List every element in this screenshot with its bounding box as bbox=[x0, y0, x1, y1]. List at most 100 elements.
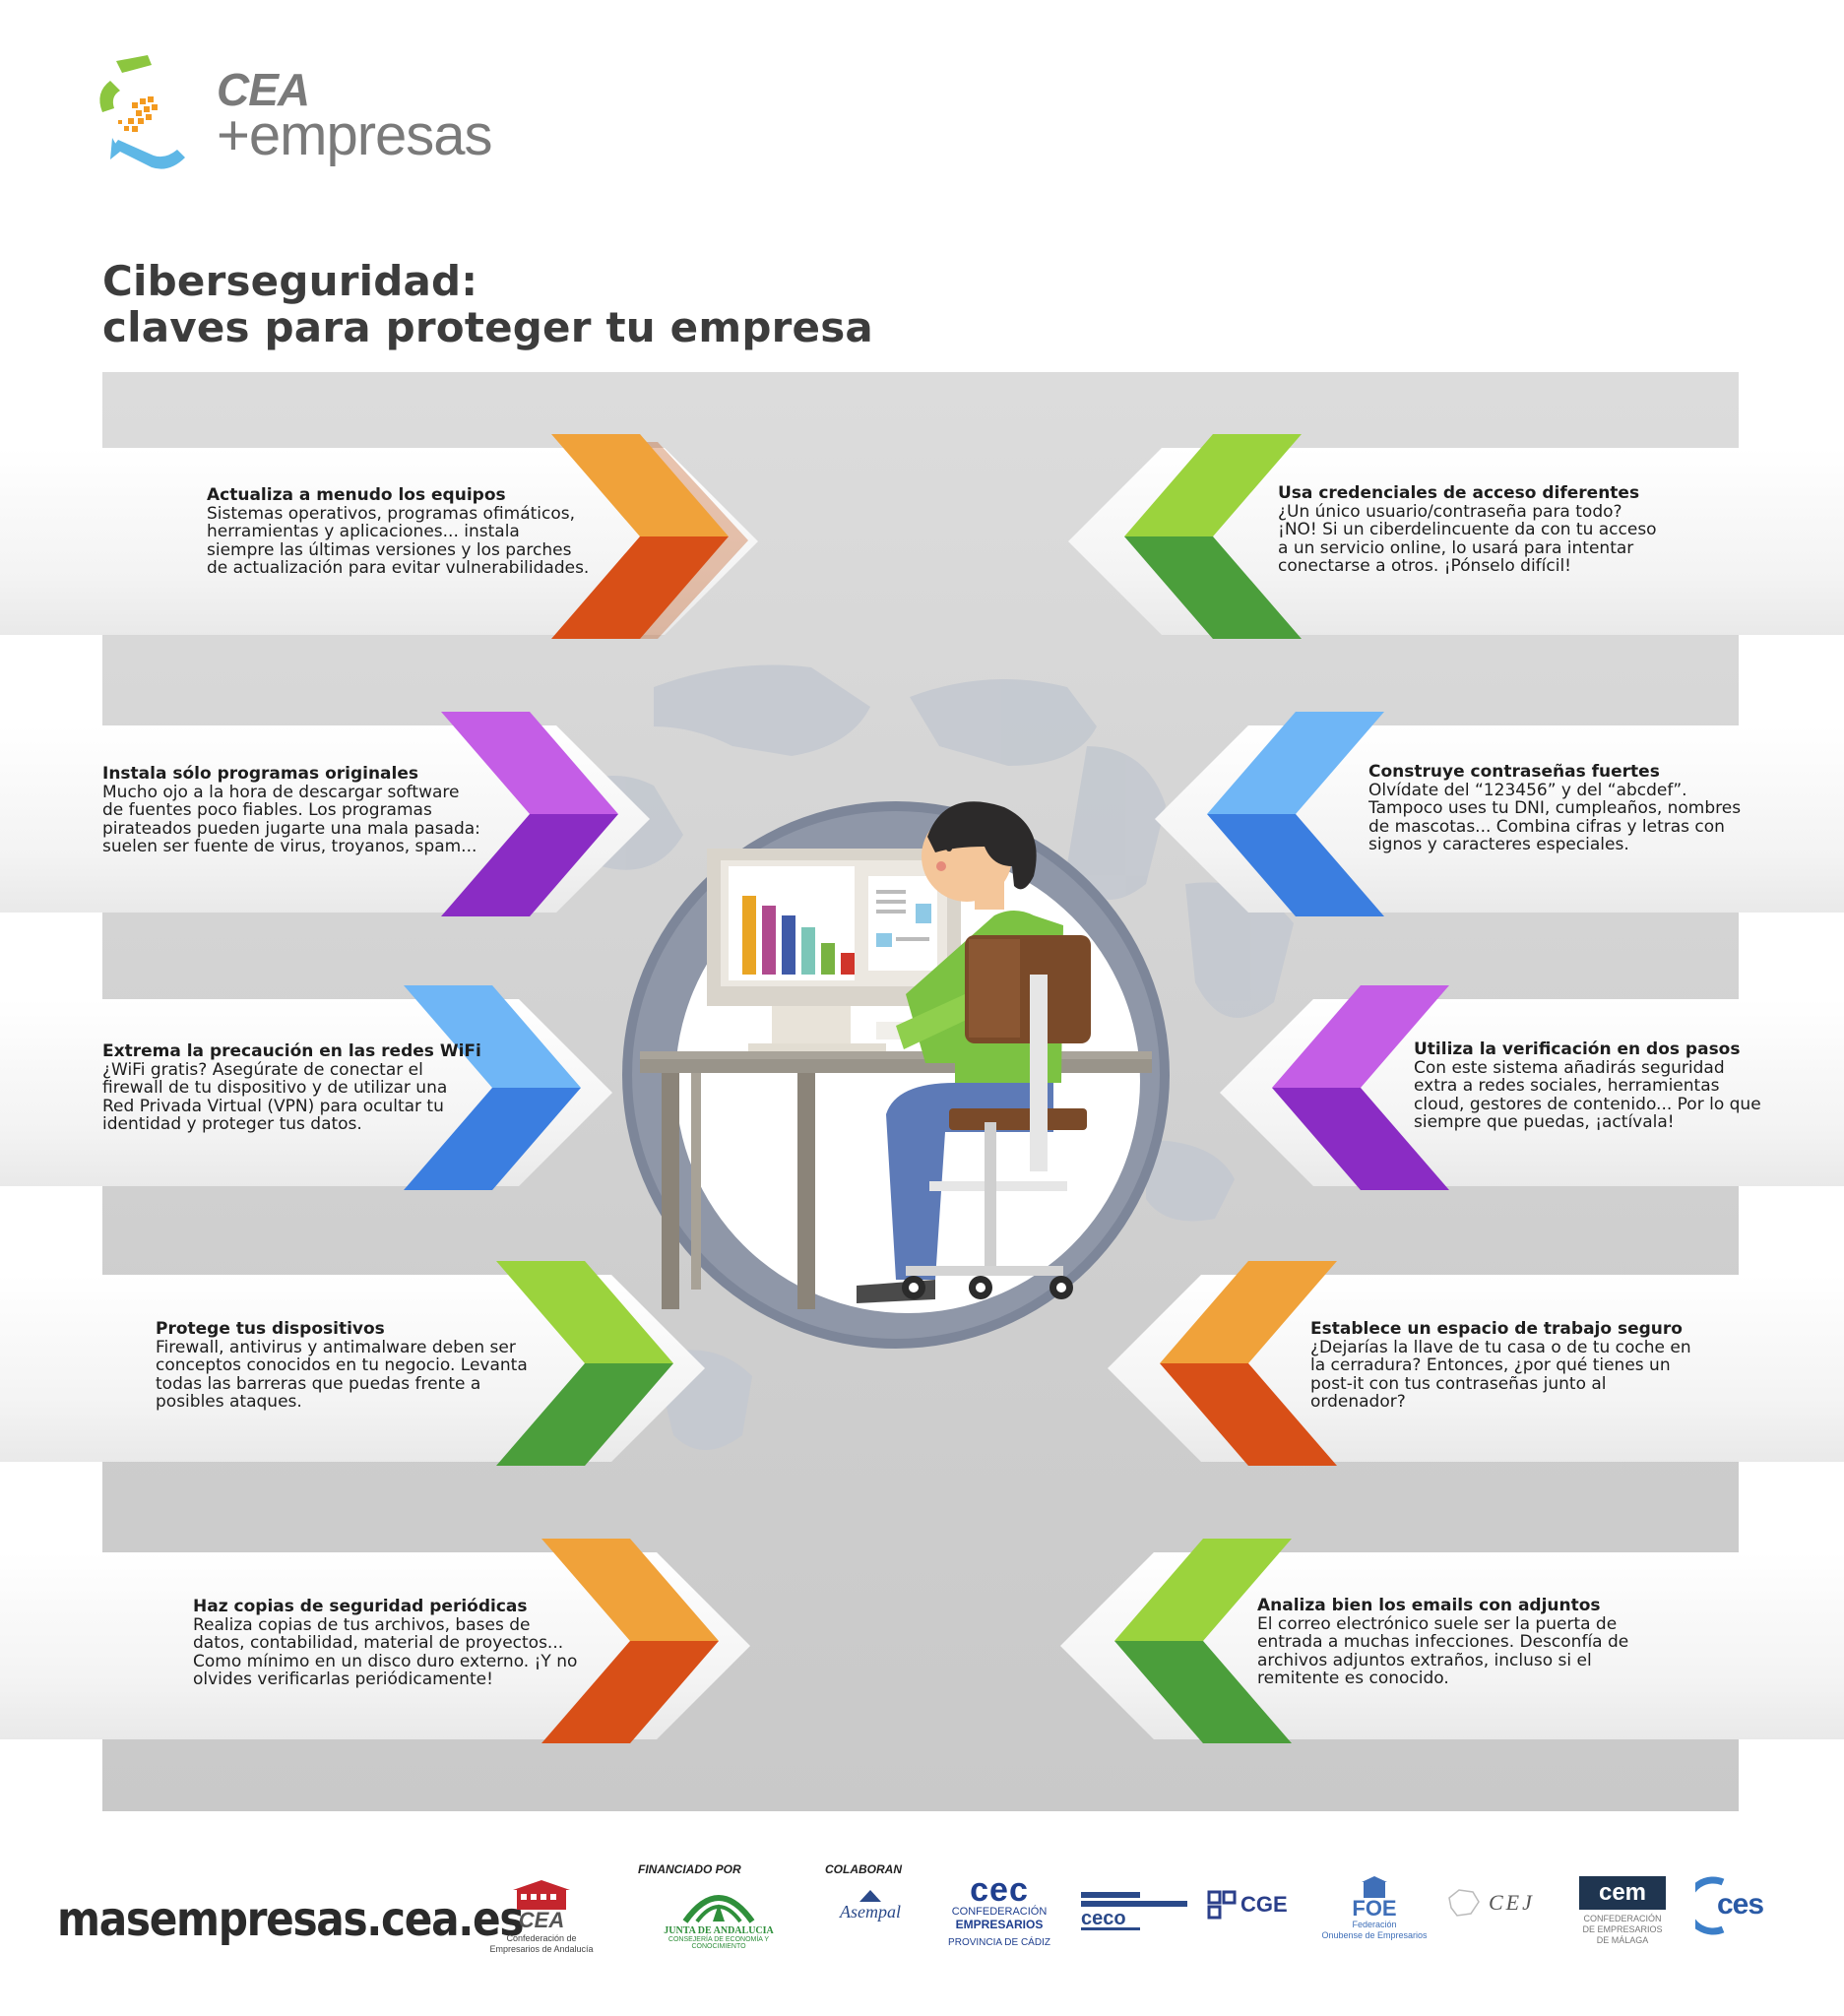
cea-footer-sub: Empresarios de Andalucía bbox=[489, 1944, 594, 1954]
cec-sub: CONFEDERACIÓN bbox=[951, 1906, 1048, 1918]
tip-heading: Usa credenciales de acceso diferentes bbox=[1278, 483, 1640, 503]
tip-line: entrada a muchas infecciones. Desconfía … bbox=[1257, 1632, 1629, 1652]
cge-name: CGE bbox=[1240, 1892, 1288, 1917]
website-link[interactable]: masempresas.cea.es bbox=[57, 1892, 524, 1947]
brand-name-bottom: +empresas bbox=[217, 103, 493, 167]
tip-line: conectarse a otros. ¡Pónselo difícil! bbox=[1278, 556, 1571, 576]
cem-sub: DE MÁLAGA bbox=[1596, 1935, 1649, 1945]
tip-heading: Construye contraseñas fuertes bbox=[1368, 762, 1660, 782]
brand-name-top: CEA bbox=[217, 64, 310, 115]
junta-name: JUNTA DE ANDALUCIA bbox=[664, 1925, 774, 1936]
cec-sub: PROVINCIA DE CÁDIZ bbox=[948, 1937, 1050, 1948]
purple-chevron-icon bbox=[441, 712, 618, 916]
tip-text: Instala sólo programas originales Mucho … bbox=[102, 765, 480, 856]
title-line-2: claves para proteger tu empresa bbox=[102, 303, 873, 351]
asempal-mark-icon bbox=[859, 1890, 881, 1902]
tip-heading: Utiliza la verificación en dos pasos bbox=[1414, 1040, 1741, 1059]
page-title: Ciberseguridad: claves para proteger tu … bbox=[102, 258, 873, 350]
orange-chevron-icon bbox=[541, 1539, 719, 1743]
asempal-name: Asempal bbox=[840, 1902, 901, 1922]
tip-line: de actualización para evitar vulnerabili… bbox=[207, 558, 590, 578]
orange-chevron-icon bbox=[1160, 1261, 1337, 1466]
tip-line: de fuentes poco fiables. Los programas bbox=[102, 800, 432, 820]
green-chevron-icon bbox=[1124, 434, 1302, 639]
cea-footer-name: CEA bbox=[518, 1908, 565, 1932]
tip-heading: Actualiza a menudo los equipos bbox=[207, 485, 506, 505]
ceco-name: ceco bbox=[1081, 1909, 1140, 1930]
tip-line: extra a redes sociales, herramientas bbox=[1414, 1076, 1720, 1096]
ces-name: ces bbox=[1717, 1888, 1764, 1921]
cge-mark-icon bbox=[1207, 1890, 1237, 1920]
cej-name: CEJ bbox=[1489, 1890, 1535, 1915]
ceco-logo: ceco bbox=[1081, 1892, 1187, 1930]
cej-logo: CEJ bbox=[1447, 1888, 1550, 1918]
tip-line: ¿Un único usuario/contraseña para todo? bbox=[1278, 501, 1622, 522]
cea-building-icon bbox=[513, 1880, 570, 1910]
cea-footer-logo: CEA Confederación de Empresarios de Anda… bbox=[480, 1878, 603, 1955]
jaen-map-icon bbox=[1448, 1889, 1480, 1917]
tip-line: Mucho ojo a la hora de descargar softwar… bbox=[102, 782, 460, 802]
cem-name: cem bbox=[1579, 1876, 1666, 1910]
tip-heading: Protege tus dispositivos bbox=[156, 1319, 385, 1339]
tip-line: olvides verificarlas periódicamente! bbox=[193, 1670, 493, 1689]
tip-line: Firewall, antivirus y antimalware deben … bbox=[156, 1337, 516, 1357]
tip-text: Usa credenciales de acceso diferentes ¿U… bbox=[1278, 484, 1657, 576]
orange-chevron-icon bbox=[551, 434, 748, 639]
tip-line: post-it con tus contraseñas junto al bbox=[1310, 1373, 1607, 1394]
cec-name: cec bbox=[970, 1871, 1029, 1909]
green-chevron-icon bbox=[1114, 1539, 1292, 1743]
tip-line: firewall de tu dispositivo y de utilizar… bbox=[102, 1078, 448, 1098]
tip-line: ordenador? bbox=[1310, 1392, 1406, 1412]
tip-line: herramientas y aplicaciones... instala bbox=[207, 522, 520, 541]
tip-line: ¡NO! Si un ciberdelincuente da con tu ac… bbox=[1278, 520, 1657, 539]
tip-line: posibles ataques. bbox=[156, 1392, 302, 1412]
tip-line: identidad y proteger tus datos. bbox=[102, 1114, 362, 1134]
tip-heading: Establece un espacio de trabajo seguro bbox=[1310, 1319, 1683, 1339]
tip-text: Utiliza la verificación en dos pasos Con… bbox=[1414, 1040, 1761, 1132]
tip-line: Realiza copias de tus archivos, bases de bbox=[193, 1614, 531, 1635]
tip-line: remitente es conocido. bbox=[1257, 1669, 1449, 1688]
tip-text: Actualiza a menudo los equipos Sistemas … bbox=[207, 486, 589, 578]
tip-line: Red Privada Virtual (VPN) para ocultar t… bbox=[102, 1096, 444, 1116]
junta-arch-icon bbox=[682, 1895, 755, 1923]
green-chevron-icon bbox=[496, 1261, 673, 1466]
blue-chevron-icon bbox=[1207, 712, 1384, 916]
tip-line: siempre las últimas versiones y los parc… bbox=[207, 539, 572, 560]
tip-line: Como mínimo en un disco duro externo. ¡Y… bbox=[193, 1651, 578, 1671]
title-line-1: Ciberseguridad: bbox=[102, 257, 478, 305]
foe-sub: Federación bbox=[1352, 1920, 1397, 1929]
tip-text: Haz copias de seguridad periódicas Reali… bbox=[193, 1598, 577, 1689]
funded-by-label: FINANCIADO POR bbox=[638, 1862, 741, 1876]
cge-logo: CGE bbox=[1207, 1890, 1302, 1920]
tip-text: Establece un espacio de trabajo seguro ¿… bbox=[1310, 1320, 1691, 1412]
junta-andalucia-logo: JUNTA DE ANDALUCIA CONSEJERÍA DE ECONOMÍ… bbox=[650, 1882, 788, 1950]
purple-chevron-icon bbox=[1272, 985, 1449, 1190]
tip-line: suelen ser fuente de virus, troyanos, sp… bbox=[102, 837, 477, 856]
tip-heading: Haz copias de seguridad periódicas bbox=[193, 1597, 528, 1616]
foe-logo: FOE Federación Onubense de Empresarios bbox=[1319, 1876, 1430, 1941]
tip-text: Construye contraseñas fuertes Olvídate d… bbox=[1368, 763, 1741, 854]
tip-line: ¿WiFi gratis? Asegúrate de conectar el bbox=[102, 1059, 423, 1080]
tip-line: archivos adjuntos extraños, incluso si e… bbox=[1257, 1650, 1592, 1670]
cec-logo: cec CONFEDERACIÓN EMPRESARIOS PROVINCIA … bbox=[945, 1871, 1053, 1948]
tip-line: la cerradura? Entonces, ¿por qué tienes … bbox=[1310, 1355, 1671, 1375]
foe-building-icon bbox=[1362, 1876, 1387, 1898]
tip-line: ¿Dejarías la llave de tu casa o de tu co… bbox=[1310, 1337, 1691, 1357]
tip-text: Analiza bien los emails con adjuntos El … bbox=[1257, 1597, 1628, 1688]
tip-line: conceptos conocidos en tu negocio. Levan… bbox=[156, 1355, 528, 1375]
tip-line: signos y caracteres especiales. bbox=[1368, 835, 1629, 854]
tip-line: datos, contabilidad, material de proyect… bbox=[193, 1633, 564, 1653]
cem-sub: CONFEDERACIÓN bbox=[1583, 1914, 1662, 1923]
cec-sub: EMPRESARIOS bbox=[955, 1918, 1044, 1931]
tip-line: Tampoco uses tu DNI, cumpleaños, nombres bbox=[1368, 798, 1742, 818]
collaborate-label: COLABORAN bbox=[825, 1862, 902, 1876]
tip-text: Protege tus dispositivos Firewall, antiv… bbox=[156, 1320, 528, 1412]
tip-line: Sistemas operativos, programas ofimático… bbox=[207, 503, 576, 524]
tip-text: Extrema la precaución en las redes WiFi … bbox=[102, 1042, 481, 1134]
cem-logo: cem CONFEDERACIÓN DE EMPRESARIOS DE MÁLA… bbox=[1579, 1876, 1666, 1946]
junta-sub: CONSEJERÍA DE ECONOMÍA Y CONOCIMIENTO bbox=[668, 1936, 770, 1950]
tip-line: cloud, gestores de contenido... Por lo q… bbox=[1414, 1094, 1761, 1114]
cea-logo-mark-icon bbox=[99, 55, 185, 169]
tip-line: de mascotas... Combina cifras y letras c… bbox=[1368, 816, 1725, 837]
tip-heading: Instala sólo programas originales bbox=[102, 764, 418, 784]
